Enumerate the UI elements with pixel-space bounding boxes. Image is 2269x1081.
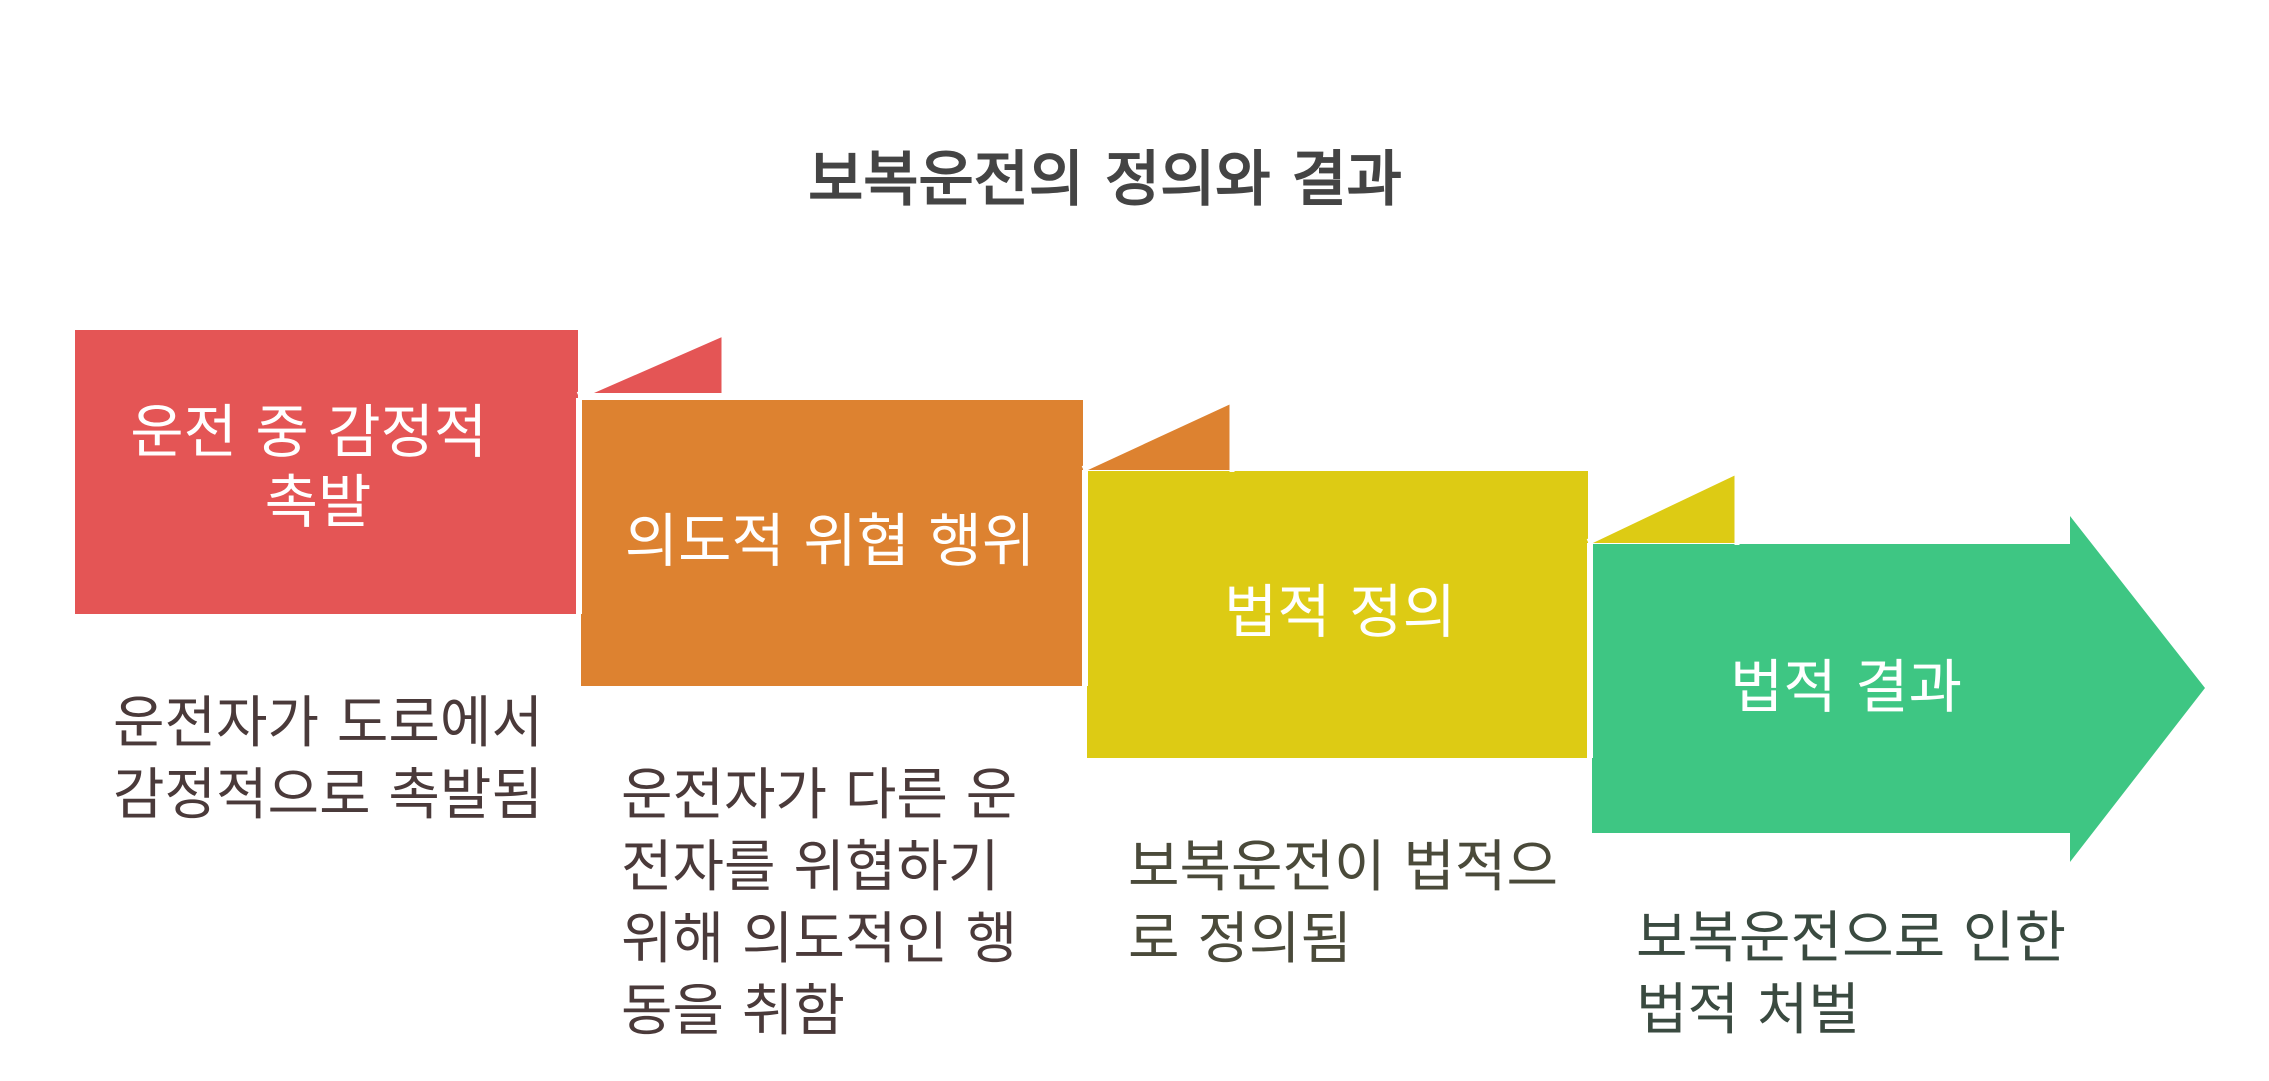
step-2-box: [581, 400, 1083, 686]
step-2-fold-line: [578, 333, 722, 400]
fold-edge-1: [576, 327, 724, 398]
step-3-box: [1087, 471, 1588, 758]
step-2-label-line-1: 의도적 위협 행위: [625, 507, 1035, 575]
step-2-label: 의도적 위협 행위: [625, 507, 1035, 575]
step-3-label: 법적 정의: [1224, 578, 1456, 646]
step-1-label-line-2: 촉발: [265, 468, 372, 536]
step-1-label: 운전 중 감정적 촉발: [130, 398, 505, 536]
step-4-label: 법적 결과: [1730, 653, 1962, 721]
step-1-description: 운전자가 도로에서 감정적으로 촉발됨: [113, 691, 543, 828]
step-4-description: 보복운전으로 인한 법적 처벌: [1636, 906, 2066, 1043]
fold-edge-3: [1586, 469, 1737, 545]
step-2-description: 운전자가 다른 운전자를 위협하기 위해 의도적인 행동을 취함: [621, 763, 1018, 1044]
step-1-label-line-1: 운전 중 감정적: [130, 398, 487, 466]
step-4-arrow: [1592, 516, 2205, 862]
step-3-description: 보복운전이 법적으로 정의됨: [1128, 835, 1558, 972]
fold-edge-2: [1081, 398, 1232, 472]
diagram-title: 보복운전의 정의와 결과: [808, 145, 1402, 215]
step-4-label-line-1: 법적 결과: [1730, 653, 1962, 721]
step-3-label-line-1: 법적 정의: [1224, 578, 1456, 646]
step-1-box: [75, 330, 578, 614]
